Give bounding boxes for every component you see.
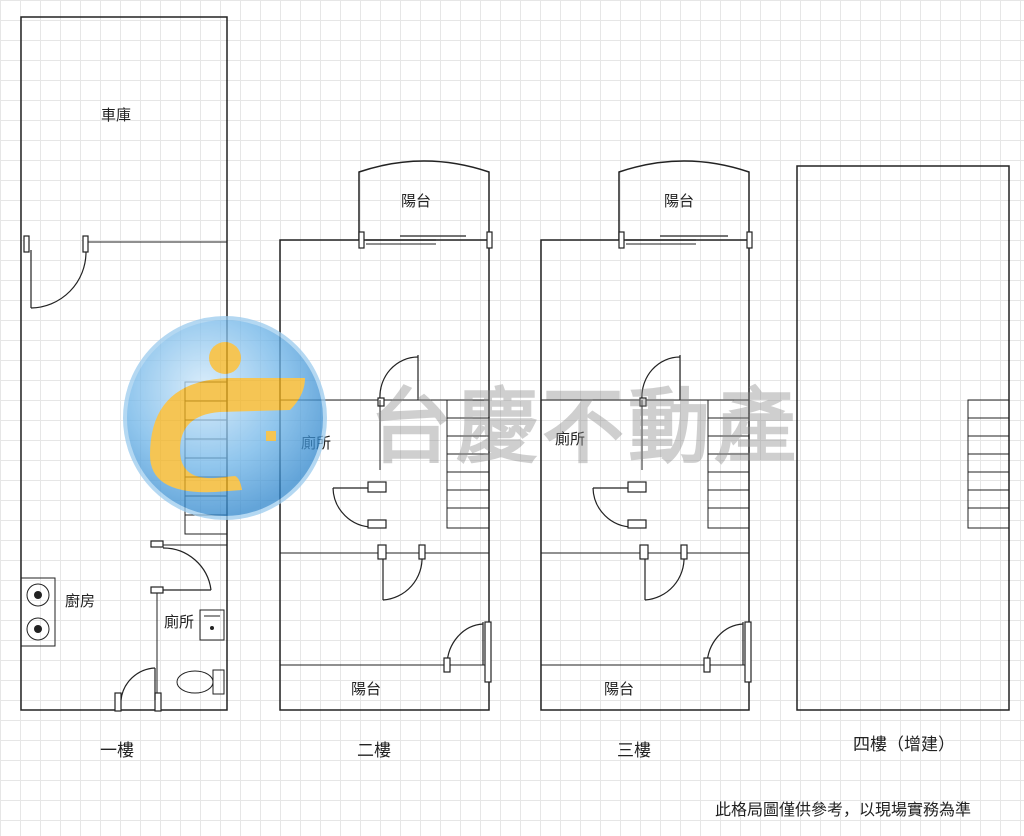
room-label-garage: 車庫	[101, 106, 131, 124]
watermark-text: 台慶不動產	[370, 380, 800, 475]
floor-3-outline	[540, 239, 750, 711]
garage-door	[30, 250, 87, 309]
floor-1-bathroom	[114, 540, 227, 712]
floor-2-doors	[332, 355, 492, 683]
floor-label-1: 一樓	[100, 741, 134, 761]
floor-4-outline	[796, 165, 1010, 711]
floor-3-balcony-front	[618, 160, 750, 240]
floor-3-plan	[540, 160, 753, 711]
floor-2-plan	[279, 160, 493, 711]
floor-4-stairs	[967, 399, 1010, 529]
floor-4-plan	[796, 165, 1010, 711]
floor-2-stairs	[446, 399, 490, 529]
company-logo-icon	[123, 316, 327, 520]
sink-icon	[199, 609, 225, 641]
disclaimer-note: 此格局圖僅供參考，以現場實務為準	[715, 800, 971, 819]
floor-2-balcony-front	[358, 160, 490, 240]
room-label-balcony-3f-rear: 陽台	[604, 680, 634, 698]
floor-label-3: 三樓	[617, 741, 651, 761]
floor-3-doors	[592, 355, 752, 683]
floor-label-2: 二樓	[357, 741, 391, 761]
room-label-balcony-3f-front: 陽台	[664, 192, 694, 210]
floor-2-outline	[279, 239, 490, 711]
room-label-balcony-2f-front: 陽台	[401, 192, 431, 210]
room-label-kitchen: 廚房	[65, 592, 95, 610]
toilet-icon	[176, 669, 225, 695]
room-label-balcony-2f-rear: 陽台	[351, 680, 381, 698]
watermark: 台慶不動產	[123, 316, 800, 520]
room-label-bathroom-1f: 廁所	[164, 613, 194, 631]
floor-3-stairs	[707, 399, 750, 529]
stove-icon	[20, 577, 56, 647]
floor-label-4: 四樓（增建）	[853, 735, 955, 755]
room-label-bathroom-3f: 廁所	[555, 430, 585, 448]
